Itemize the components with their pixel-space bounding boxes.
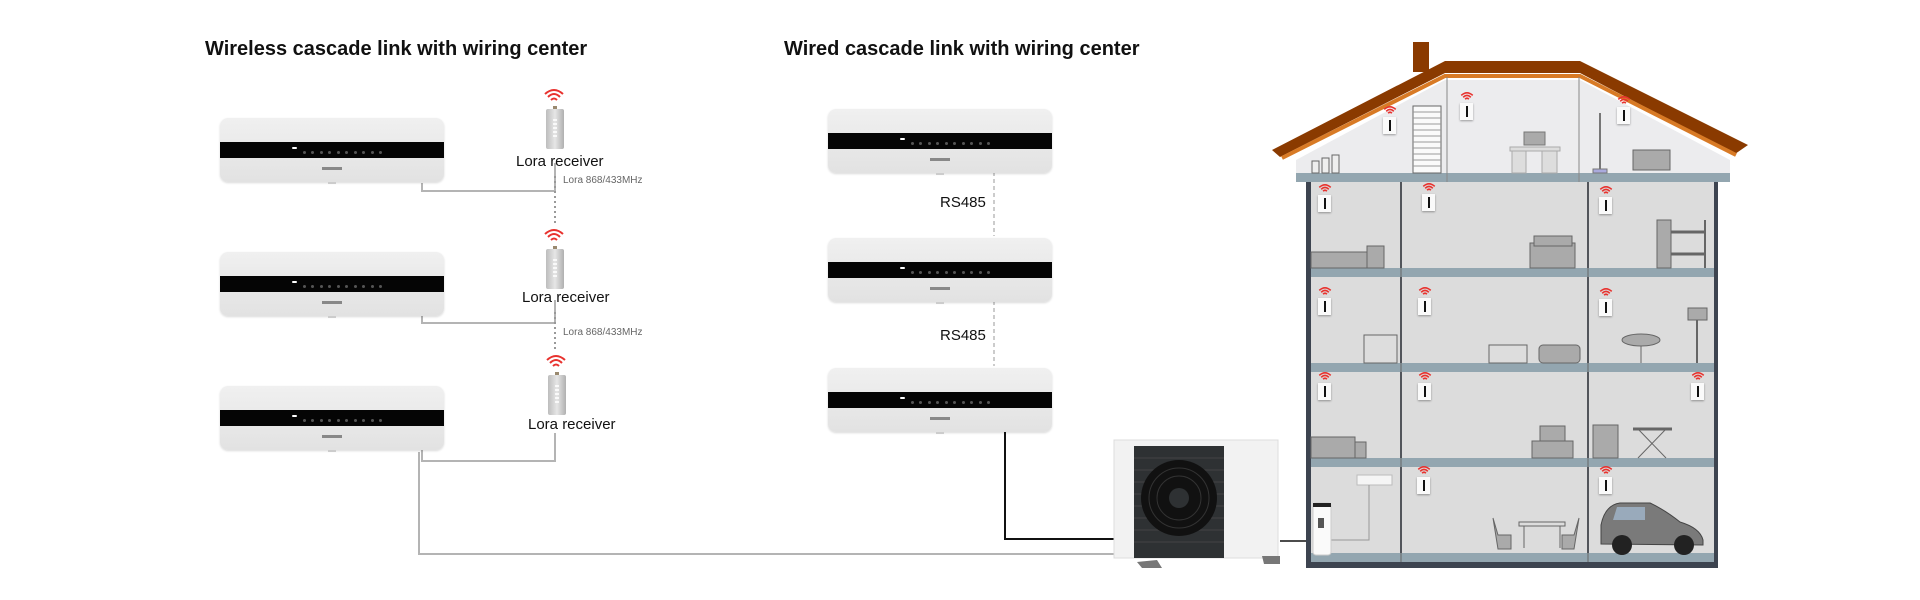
controller-display-band xyxy=(220,410,444,426)
lora-receiver-device-3 xyxy=(548,365,566,415)
wiring-center-wireless-2 xyxy=(220,252,444,318)
sideboard xyxy=(1310,436,1356,459)
attic-shelf xyxy=(1412,105,1442,174)
thermostat-icon xyxy=(1691,383,1704,400)
thermostat-icon xyxy=(1418,298,1431,315)
wifi-signal-icon xyxy=(1599,466,1613,474)
wiring-center-wired-2 xyxy=(828,238,1052,304)
brand-logo xyxy=(322,167,342,170)
wifi-signal-icon xyxy=(546,355,566,367)
thermostat-icon xyxy=(1599,197,1612,214)
cabinet xyxy=(1632,149,1671,171)
wire-controller2-receiver2 xyxy=(421,300,556,324)
brand-logo xyxy=(322,435,342,438)
wifi-signal-icon xyxy=(1418,372,1432,380)
rs485-label-1: RS485 xyxy=(940,194,986,211)
wifi-signal-icon xyxy=(1318,372,1332,380)
brand-logo xyxy=(322,301,342,304)
crib xyxy=(1363,334,1398,364)
thermostat-icon xyxy=(1318,298,1331,315)
wifi-signal-icon xyxy=(1318,184,1332,192)
heat-pump-outdoor-unit xyxy=(1113,439,1280,568)
wifi-signal-icon xyxy=(1417,466,1431,474)
brand-logo xyxy=(930,287,950,290)
brand-logo xyxy=(930,158,950,161)
wifi-signal-icon xyxy=(544,229,564,241)
wiring-center-wired-1 xyxy=(828,109,1052,175)
roof-trim xyxy=(1281,74,1737,160)
wifi-signal-icon xyxy=(1599,186,1613,194)
wired-section-title: Wired cascade link with wiring center xyxy=(784,38,1140,60)
thermostat-icon xyxy=(1599,477,1612,494)
wifi-signal-icon xyxy=(1599,288,1613,296)
controller-display-band xyxy=(220,276,444,292)
roof xyxy=(1272,61,1748,157)
armchair xyxy=(1538,344,1581,364)
chair-right xyxy=(1561,517,1580,550)
thermostat-icon xyxy=(1599,299,1612,316)
wifi-signal-icon xyxy=(544,89,564,101)
wiring-center-wireless-1 xyxy=(220,118,444,184)
chimney xyxy=(1413,42,1429,72)
lora-frequency-label-2: Lora 868/433MHz xyxy=(563,327,643,338)
lora-receiver-label-2: Lora receiver xyxy=(522,289,610,306)
thermostat-icon xyxy=(1318,383,1331,400)
wireless-section-title: Wireless cascade link with wiring center xyxy=(205,38,588,60)
wifi-signal-icon xyxy=(1383,106,1397,114)
lora-receiver-label-1: Lora receiver xyxy=(516,153,604,170)
thermostat-icon xyxy=(1418,383,1431,400)
hot-water-tank xyxy=(1312,502,1332,556)
wifi-signal-icon xyxy=(1691,372,1705,380)
lora-receiver-device-2 xyxy=(546,239,564,289)
controller-display-band xyxy=(828,262,1052,278)
round-table xyxy=(1621,333,1661,347)
wire-wired-to-heatpump xyxy=(1004,430,1116,540)
bunk-bed xyxy=(1656,219,1672,269)
thermostat-icon xyxy=(1422,194,1435,211)
thermostat-icon xyxy=(1417,477,1430,494)
lora-receiver-device-1 xyxy=(546,99,564,149)
bench xyxy=(1488,344,1528,364)
thermostat-icon xyxy=(1383,117,1396,134)
wire-wireless-to-heatpump xyxy=(418,452,1116,555)
wardrobe xyxy=(1592,424,1619,459)
chair-left xyxy=(1492,517,1512,550)
wiring-center-wireless-3 xyxy=(220,386,444,452)
wifi-signal-icon xyxy=(1418,287,1432,295)
floor-lamp xyxy=(1687,307,1708,321)
indoor-ac-unit xyxy=(1356,474,1393,486)
rs485-label-2: RS485 xyxy=(940,327,986,344)
wifi-signal-icon xyxy=(1617,96,1631,104)
wifi-signal-icon xyxy=(1422,183,1436,191)
thermostat-icon xyxy=(1617,107,1630,124)
floor-slabs xyxy=(1311,268,1714,562)
desk xyxy=(1509,146,1561,152)
brand-logo xyxy=(930,417,950,420)
thermostat-icon xyxy=(1460,103,1473,120)
wifi-signal-icon xyxy=(1318,287,1332,295)
sofa xyxy=(1310,251,1369,269)
lora-frequency-label-1: Lora 868/433MHz xyxy=(563,175,643,186)
controller-display-band xyxy=(828,133,1052,149)
lora-receiver-label-3: Lora receiver xyxy=(528,416,616,433)
wifi-signal-icon xyxy=(1460,92,1474,100)
attic-wall xyxy=(1296,80,1730,182)
rooms xyxy=(1311,182,1714,553)
wiring-center-wired-3 xyxy=(828,368,1052,434)
wire-controller3-receiver3 xyxy=(421,433,556,462)
controller-display-band xyxy=(220,142,444,158)
tv-stand xyxy=(1531,440,1574,459)
controller-display-band xyxy=(828,392,1052,408)
thermostat-icon xyxy=(1318,195,1331,212)
bed xyxy=(1529,242,1576,269)
dining-table xyxy=(1518,521,1566,527)
